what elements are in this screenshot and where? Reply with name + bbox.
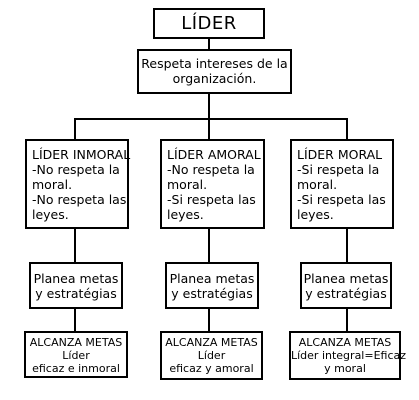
- branch-3-heading: LÍDER MORAL: [297, 147, 383, 162]
- connector-branch-1-low: [74, 308, 76, 332]
- connector-branch-1-top: [74, 118, 76, 140]
- branch-2-result-box: ALCANZA METAS Líder eficaz y amoral: [160, 331, 263, 380]
- branch-1-line: leyes.: [32, 207, 69, 222]
- branch-3-result-line: y moral: [324, 362, 366, 375]
- branch-3-result-box: ALCANZA METAS Líder integral=Eficaz y mo…: [289, 331, 407, 380]
- connector-branch-3-mid: [346, 228, 348, 262]
- connector-branch-2-low: [208, 308, 210, 332]
- branch-2-result-line: eficaz y amoral: [169, 362, 254, 375]
- branch-2-line: -Si respeta las: [167, 192, 256, 207]
- branch-3-line: leyes.: [297, 207, 334, 222]
- branch-1-line: -No respeta la: [32, 162, 120, 177]
- root-box: LÍDER: [153, 8, 265, 39]
- branch-2-line: moral.: [167, 177, 208, 192]
- branch-2-plan-line-2: y estratégias: [171, 286, 253, 301]
- branch-2-plan-box: Planea metas y estratégias: [165, 262, 259, 309]
- branch-1-result-line: eficaz e inmoral: [32, 362, 120, 375]
- branch-2-description-box: LÍDER AMORAL -No respeta la moral. -Si r…: [160, 139, 265, 229]
- branch-2-plan-line-1: Planea metas: [169, 271, 255, 286]
- branch-3-line: -Si respeta las: [297, 192, 386, 207]
- branch-2-line: -No respeta la: [167, 162, 255, 177]
- branch-1-plan-box: Planea metas y estratégias: [29, 262, 123, 309]
- branch-3-plan-box: Planea metas y estratégias: [300, 262, 392, 309]
- branch-3-result-title: ALCANZA METAS: [298, 336, 392, 349]
- connector-branch-2-mid: [208, 228, 210, 262]
- branch-2-result-title: ALCANZA METAS: [165, 336, 258, 349]
- connector-branch-1-mid: [74, 228, 76, 262]
- branch-1-description-box: LÍDER INMORAL -No respeta la moral. -No …: [25, 139, 131, 229]
- connector-branch-3-low: [346, 308, 348, 332]
- criterion-line-2: organización.: [172, 71, 257, 86]
- branch-3-line: -Si respeta la: [297, 162, 380, 177]
- branch-2-result-line: Líder: [197, 349, 226, 362]
- branch-3-plan-line-1: Planea metas: [303, 271, 389, 286]
- branch-3-description-box: LÍDER MORAL -Si respeta la moral. -Si re…: [290, 139, 394, 229]
- criterion-line-1: Respeta intereses de la: [141, 56, 288, 71]
- branch-3-plan-line-2: y estratégias: [305, 286, 387, 301]
- branch-3-result-line: Líder integral=Eficaz: [291, 349, 407, 362]
- branch-1-heading: LÍDER INMORAL: [32, 147, 131, 162]
- branch-1-result-title: ALCANZA METAS: [29, 336, 123, 349]
- branch-2-line: leyes.: [167, 207, 204, 222]
- branch-1-result-box: ALCANZA METAS Líder eficaz e inmoral: [24, 331, 128, 378]
- connector-root-criterion: [208, 38, 210, 50]
- connector-horizontal-bar: [74, 118, 348, 120]
- root-title: LÍDER: [181, 13, 237, 34]
- branch-3-line: moral.: [297, 177, 338, 192]
- branch-2-heading: LÍDER AMORAL: [167, 147, 261, 162]
- criterion-box: Respeta intereses de la organización.: [137, 49, 292, 94]
- connector-branch-2-top: [208, 118, 210, 140]
- branch-1-line: -No respeta las: [32, 192, 127, 207]
- branch-1-plan-line-2: y estratégias: [35, 286, 117, 301]
- connector-branch-3-top: [346, 118, 348, 140]
- branch-1-result-line: Líder: [62, 349, 90, 362]
- connector-criterion-down: [208, 93, 210, 119]
- branch-1-line: moral.: [32, 177, 73, 192]
- branch-1-plan-line-1: Planea metas: [33, 271, 119, 286]
